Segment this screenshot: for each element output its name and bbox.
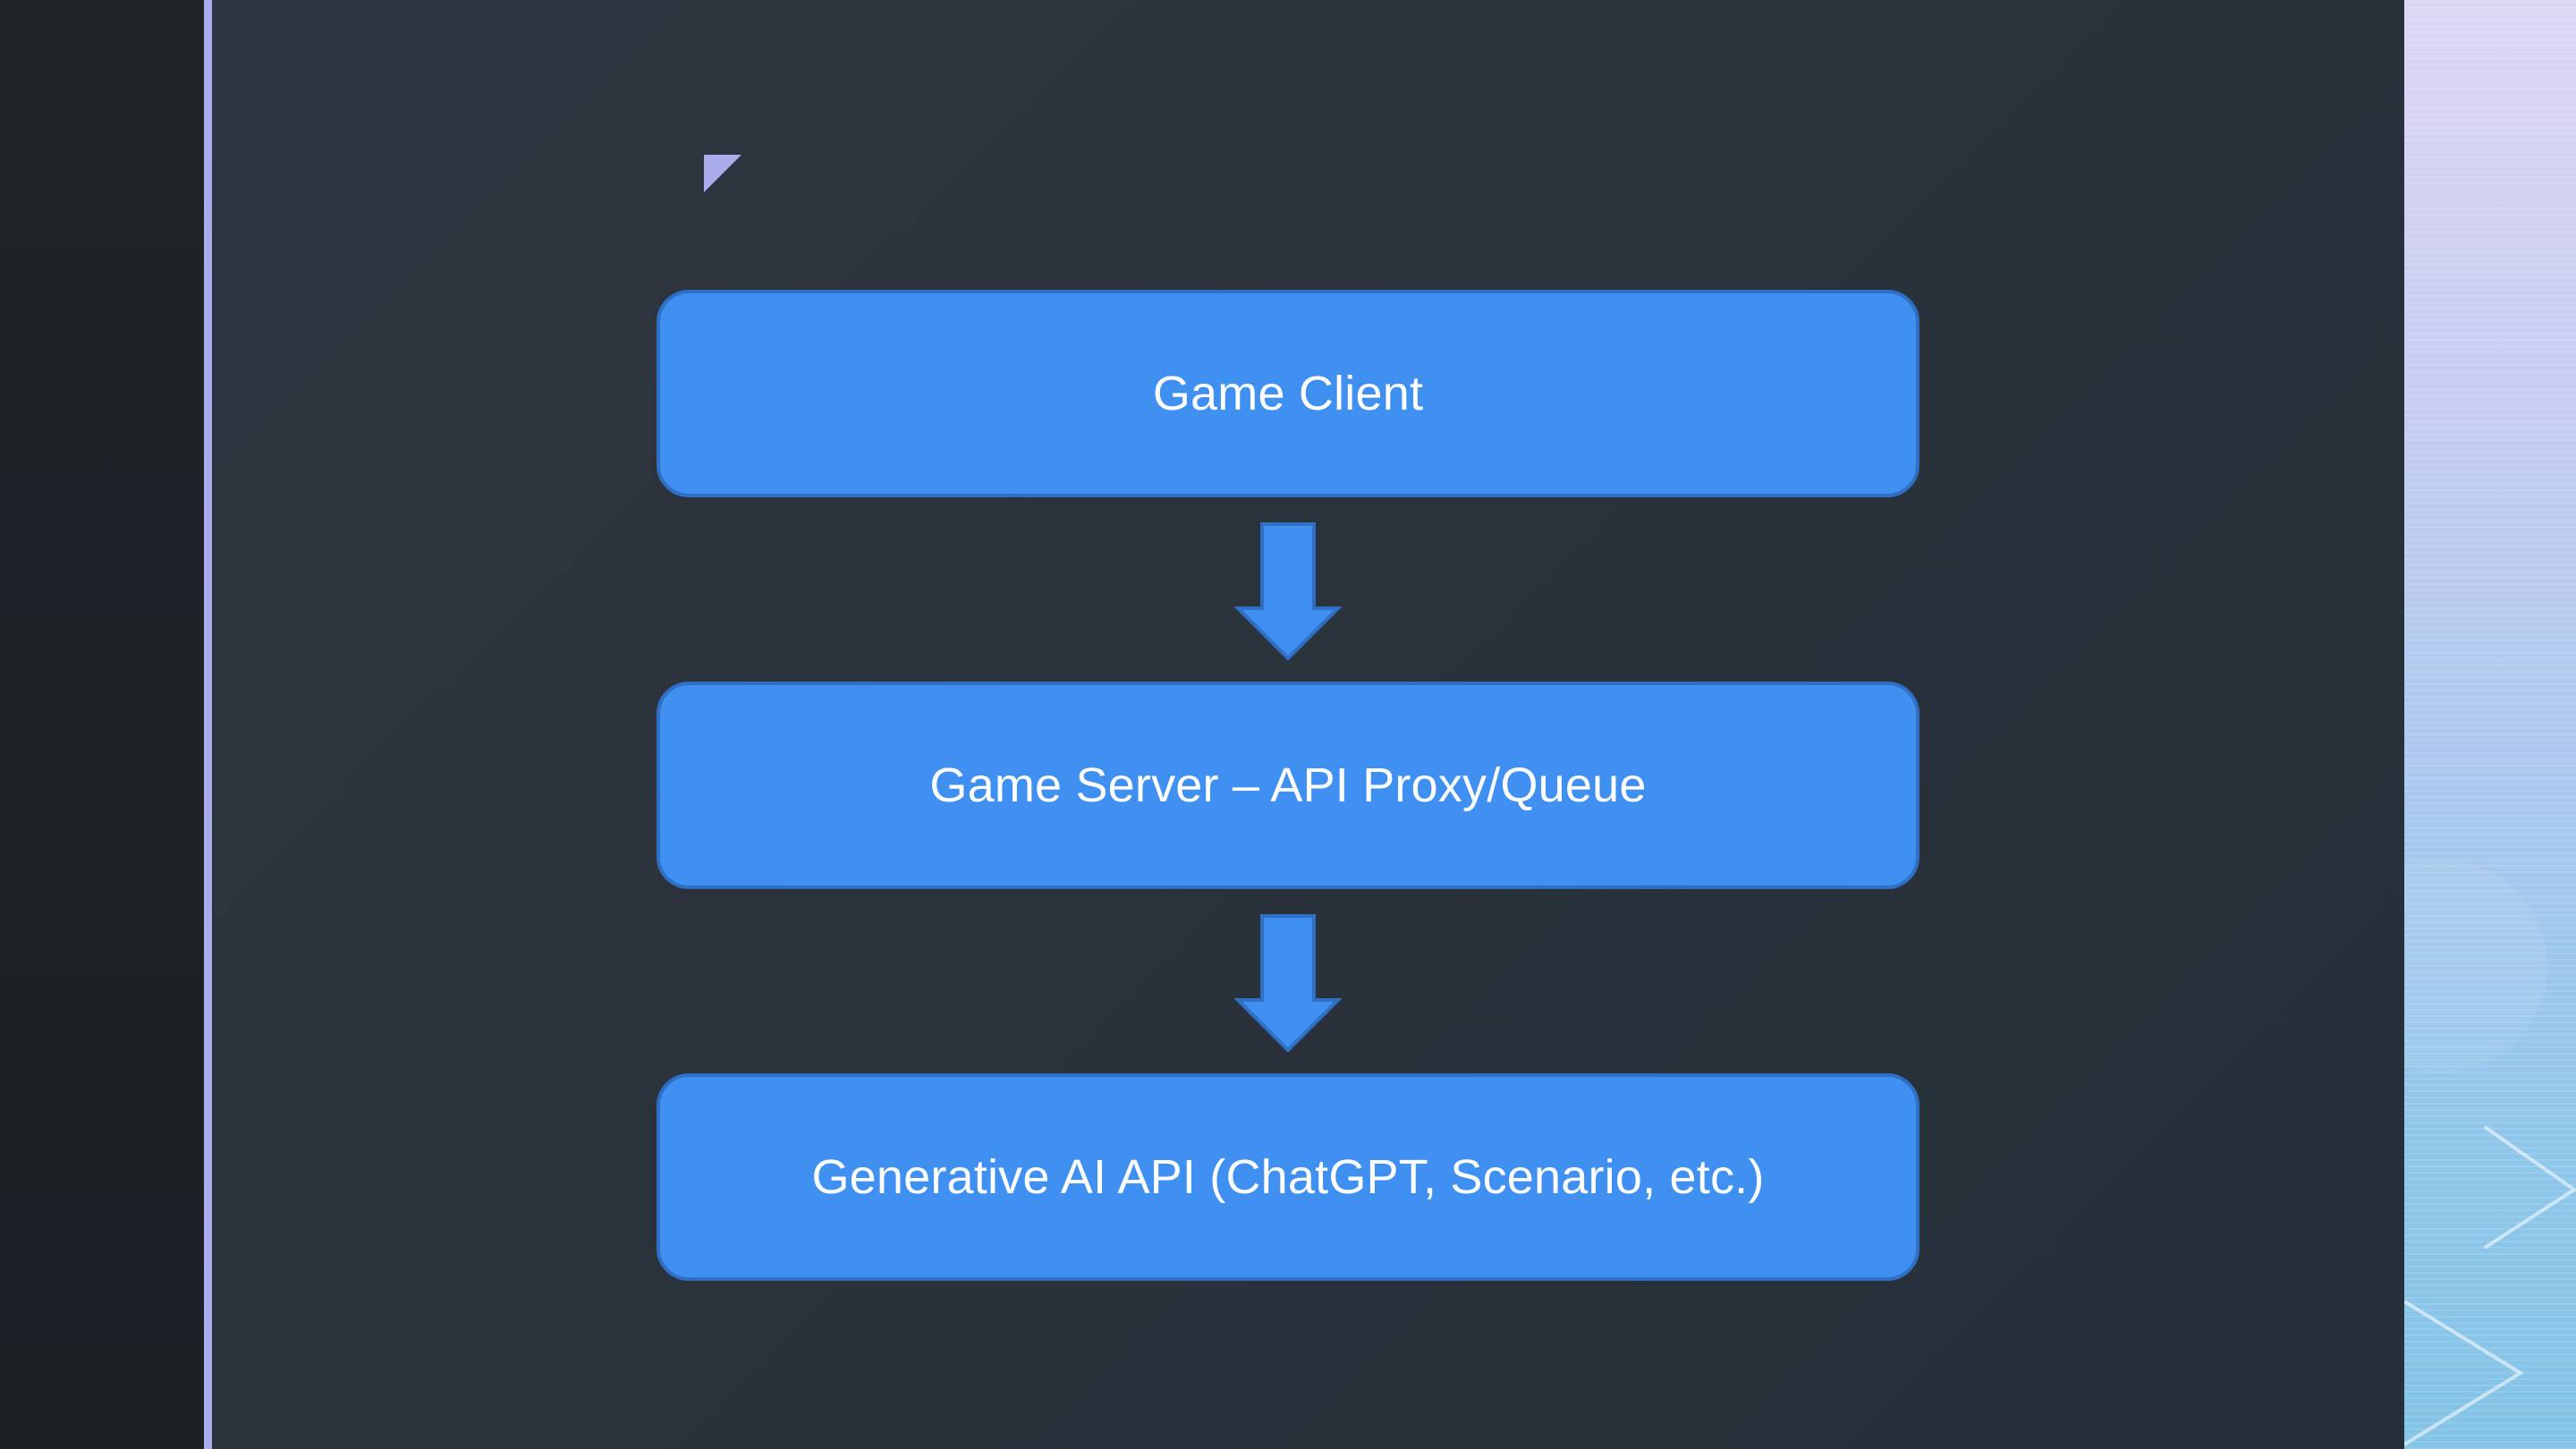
node-generative-ai-api: Generative AI API (ChatGPT, Scenario, et…: [657, 1073, 1919, 1281]
chevron-decoration-icon: [2404, 859, 2576, 1446]
right-decorative-panel: [2404, 0, 2576, 1449]
node-label: Game Client: [1152, 367, 1424, 420]
node-label: Generative AI API (ChatGPT, Scenario, et…: [811, 1150, 1765, 1204]
accent-divider-line: [204, 0, 212, 1449]
node-game-client: Game Client: [657, 290, 1919, 497]
down-arrow-icon: [1234, 522, 1342, 661]
left-margin-strip: [0, 0, 204, 1449]
node-game-server: Game Server – API Proxy/Queue: [657, 682, 1919, 889]
down-arrow-icon: [1234, 914, 1342, 1053]
node-label: Game Server – API Proxy/Queue: [929, 758, 1647, 812]
corner-triangle-icon: [704, 155, 741, 192]
